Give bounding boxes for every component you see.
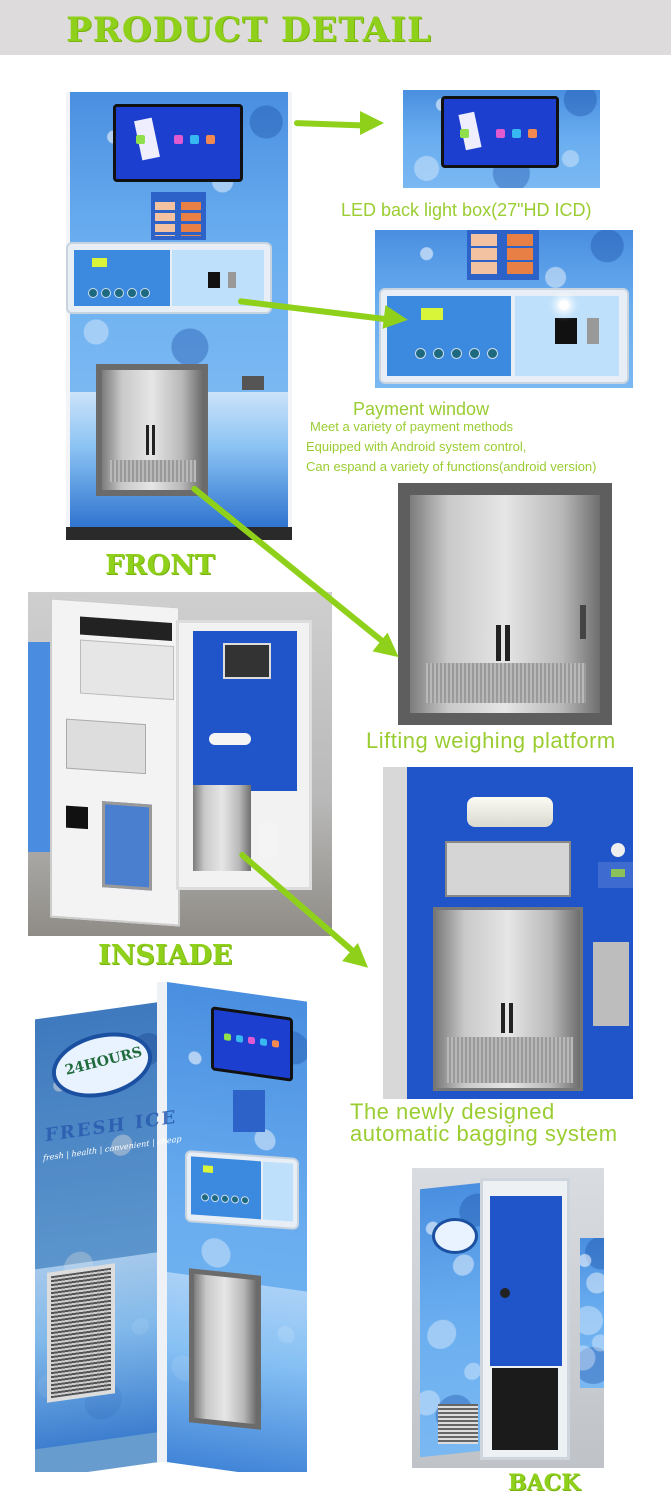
instruction-sticker [151, 192, 206, 240]
front-label: FRONT [105, 550, 215, 581]
brand-badge-text: 24HOURS [63, 1044, 144, 1079]
payment-line-1: Meet a variety of payment methods [310, 419, 514, 434]
dispenser-window [96, 364, 208, 496]
platform-caption: Lifting weighing platform [366, 728, 616, 753]
platform-closeup-photo [398, 483, 612, 725]
touch-screen [113, 104, 243, 182]
screen-closeup-photo [403, 90, 600, 188]
payment-closeup-photo [375, 230, 633, 388]
payment-panel [66, 242, 272, 314]
back-photo [412, 1168, 604, 1468]
open-door [50, 597, 180, 927]
vent-grille [47, 1263, 115, 1403]
payment-title: Payment window [353, 399, 490, 419]
screen-caption: LED back light box(27"HD ICD) [341, 200, 592, 220]
payment-line-3: Can espand a variety of functions(androi… [306, 459, 597, 474]
front-machine-photo [66, 92, 292, 540]
inside-label: INSIADE [98, 940, 233, 971]
payment-line-2: Equipped with Android system control, [306, 439, 527, 454]
bagging-caption-line-2: automatic bagging system [350, 1121, 618, 1146]
bagging-closeup-photo [383, 767, 633, 1099]
page-title: PRODUCT DETAIL [66, 10, 432, 50]
back-label: BACK [508, 1470, 581, 1496]
angled-machine-photo: 24HOURS FRESH ICE fresh | health | conve… [35, 972, 307, 1472]
cabinet-interior [176, 620, 312, 890]
header-banner: PRODUCT DETAIL [0, 0, 671, 55]
bagging-caption-line-1: The newly designed [350, 1099, 555, 1124]
inside-photo [28, 592, 332, 936]
